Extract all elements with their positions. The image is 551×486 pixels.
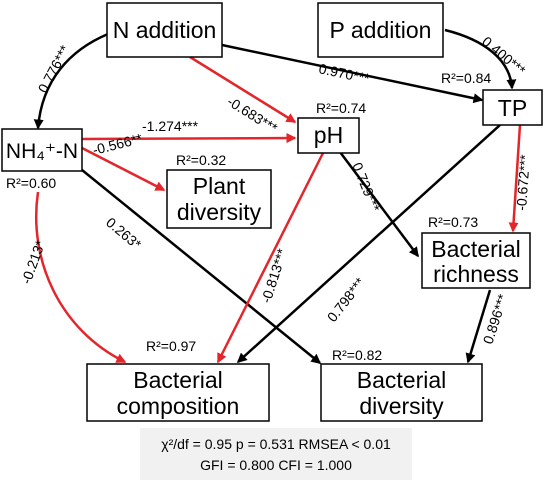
node-n-addition: N addition [106,2,223,58]
edge-bacterial-richness-to-bacterial-diversity [465,289,492,364]
coef-tp-to-bacterial-composition: 0.798*** [324,274,369,325]
coef-n-addition-to-nh4n: 0.776*** [35,42,74,95]
r2-tp: R²=0.84 [441,70,491,86]
node-bacterial-richness-line1: Bacterial [431,236,520,262]
model-fit-box: χ²/df = 0.95 p = 0.531 RMSEA < 0.01 GFI … [140,428,412,480]
node-n-addition-label: N addition [113,17,217,43]
coef-nh4n-to-ph: -1.274*** [142,118,199,134]
coef-n-addition-to-ph: -0.683*** [224,93,280,137]
edge-tp-to-bacterial-composition [236,124,501,364]
node-plant-diversity-line2: diversity [177,199,262,225]
model-fit-line2: GFI = 0.800 CFI = 1.000 [200,457,352,473]
edge-n-addition-to-ph [189,55,297,124]
coef-ph-to-bacterial-richness: 0.729*** [349,160,383,214]
r2-nh4n: R²=0.60 [6,175,56,191]
edges [33,28,522,364]
r2-bacterial-composition: R²=0.97 [146,338,196,354]
node-plant-diversity: Plant diversity [166,169,272,229]
node-bacterial-composition: Bacterial composition [86,363,270,422]
r2-plant-diversity: R²=0.32 [176,152,226,168]
edge-nh4n-to-bacterial-diversity [81,169,322,364]
node-bacterial-diversity-line1: Bacterial [357,367,446,393]
node-bacterial-composition-line2: composition [117,393,240,419]
node-bacterial-composition-line1: Bacterial [133,367,222,393]
node-tp-label: TP [498,95,527,121]
r2-bacterial-richness: R²=0.73 [428,214,478,230]
model-fit-line1: χ²/df = 0.95 p = 0.531 RMSEA < 0.01 [161,436,391,452]
node-bacterial-diversity: Bacterial diversity [320,363,483,422]
r2-ph: R²=0.74 [316,100,366,116]
node-bacterial-richness-line2: richness [433,261,519,287]
edge-ph-to-bacterial-richness [339,151,419,258]
node-ph: pH [297,117,360,154]
node-ph-label: pH [314,122,343,148]
edge-n-addition-to-tp [221,43,484,104]
coef-nh4n-to-bacterial-diversity: 0.263* [103,214,145,253]
edge-tp-to-bacterial-richness [508,124,522,233]
coef-tp-to-bacterial-richness: -0.672*** [513,154,533,212]
coef-bacterial-richness-to-bacterial-diversity: 0.896*** [480,292,511,346]
edge-nh4n-to-plant-diversity [81,146,166,192]
coef-n-addition-to-tp: 0.970*** [317,60,371,86]
node-nh4n: NH₄⁺-N [1,128,83,172]
coef-nh4n-to-bacterial-composition: -0.213* [18,238,49,286]
node-tp: TP [482,89,543,126]
node-plant-diversity-line1: Plant [193,173,246,199]
node-nh4n-label: NH₄⁺-N [6,140,78,163]
r2-bacterial-diversity: R²=0.82 [332,347,382,363]
edge-ph-to-bacterial-composition [216,152,325,364]
node-bacterial-diversity-line2: diversity [359,393,444,419]
edge-nh4n-to-bacterial-composition [34,191,127,364]
coef-nh4n-to-plant-diversity: -0.566** [91,130,144,158]
edge-n-addition-to-nh4n [33,32,109,130]
node-p-addition-label: P addition [330,17,432,43]
edge-nh4n-to-ph [81,133,297,144]
node-p-addition: P addition [317,2,444,58]
node-bacterial-richness: Bacterial richness [421,232,531,289]
edge-p-addition-to-tp [444,28,517,90]
